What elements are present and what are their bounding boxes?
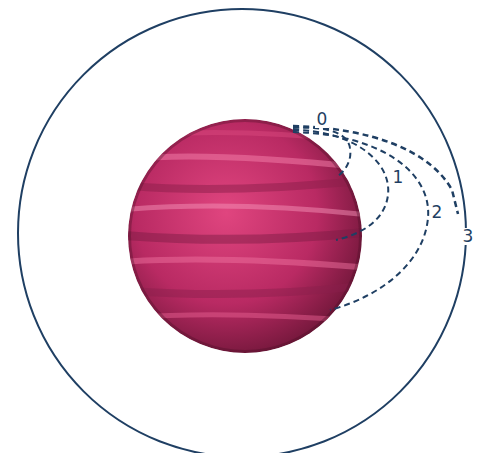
callout-number: 3 xyxy=(461,228,476,245)
planet xyxy=(120,119,370,353)
callout-number: 0 xyxy=(315,111,330,128)
trajectory-paths xyxy=(293,126,458,310)
orbit-circle xyxy=(18,9,466,453)
callout-number: 1 xyxy=(391,169,406,186)
callout-number: 2 xyxy=(430,204,445,221)
